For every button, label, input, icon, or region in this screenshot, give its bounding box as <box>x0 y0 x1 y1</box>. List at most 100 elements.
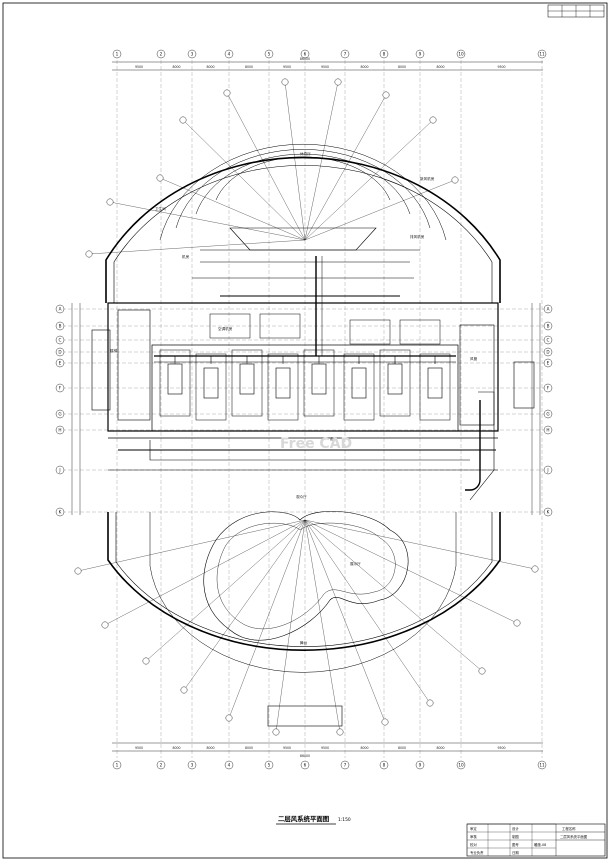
ahu-unit <box>351 367 367 399</box>
leader-line <box>275 519 306 733</box>
axis-bubble <box>156 760 166 770</box>
axis-bubble <box>224 49 234 59</box>
dimension-value: 8000 <box>206 65 214 69</box>
diffuser-leader-lines <box>74 78 539 736</box>
dimension-value: 8000 <box>398 65 406 69</box>
leader-line <box>159 177 306 241</box>
axis-bubble <box>55 465 65 475</box>
ahu-unit <box>239 363 255 395</box>
axis-label: 6 <box>304 763 307 768</box>
axis-bubble <box>379 49 389 59</box>
title-block-company: 工程名称 <box>562 826 576 831</box>
leader-bubble <box>382 91 390 99</box>
axis-label: B <box>59 324 62 329</box>
axis-bubble <box>543 507 553 517</box>
axis-label: 4 <box>228 763 231 768</box>
air-handling-rooms <box>159 313 451 421</box>
mechanical-room <box>259 313 301 339</box>
axis-label: H <box>546 428 549 433</box>
leader-line <box>109 201 306 241</box>
axis-bubble <box>112 760 122 770</box>
title-block-cell: 日期 <box>512 850 519 855</box>
leader-line <box>304 94 387 241</box>
axis-bubble <box>543 358 553 368</box>
axis-bubble <box>55 409 65 419</box>
ductwork <box>118 249 496 491</box>
room-label: 舞台 <box>300 640 308 645</box>
drawing-scale: 1:150 <box>338 817 351 823</box>
axis-bubble <box>415 760 425 770</box>
axis-label: A <box>547 307 550 312</box>
axis-label: 2 <box>160 763 163 768</box>
dimension-chains <box>71 61 543 752</box>
axis-bubble <box>543 304 553 314</box>
axis-bubble <box>300 49 310 59</box>
axis-bubble <box>187 49 197 59</box>
leader-line <box>284 81 306 241</box>
revision-box <box>547 4 605 18</box>
title-block-cell: 专业负责 <box>470 850 484 855</box>
leader-line <box>304 519 386 723</box>
axis-label: K <box>547 510 550 515</box>
axis-bubble <box>156 49 166 59</box>
axis-label: 8 <box>383 763 386 768</box>
ahu-unit <box>387 363 403 395</box>
axis-label: 9 <box>419 763 422 768</box>
leader-line <box>304 519 431 704</box>
room-label: 风管 <box>470 356 478 361</box>
title-block-cell: 审定 <box>470 826 477 831</box>
dimension-value: 8000 <box>206 746 214 750</box>
leader-bubble <box>179 116 187 124</box>
axis-bubble <box>55 425 65 435</box>
axis-label: 5 <box>268 52 271 57</box>
axis-label: D <box>546 350 549 355</box>
axis-bubble <box>264 760 274 770</box>
leader-bubble <box>180 686 188 694</box>
axis-bubble <box>543 335 553 345</box>
axis-label: C <box>59 338 62 343</box>
axis-bubble <box>340 49 350 59</box>
room-label: 机房 <box>182 254 190 259</box>
axis-label: 10 <box>458 763 464 768</box>
axis-bubble <box>55 321 65 331</box>
leader-line <box>145 519 306 662</box>
title-block-cell: 图号 <box>512 842 519 847</box>
axis-label: 3 <box>191 52 194 57</box>
leader-line <box>226 92 306 241</box>
title-block: 工程名称 二层风系统平面图 审定设计审核制图校对图号暖施-08专业负责日期 <box>466 823 606 857</box>
mechanical-room <box>209 313 251 339</box>
dimension-value: 8000 <box>436 65 444 69</box>
ahu-room <box>379 349 411 417</box>
axis-bubble <box>340 760 350 770</box>
dimension-value: 8000 <box>436 746 444 750</box>
leader-bubble <box>531 565 539 573</box>
title-block-rows: 审定设计审核制图校对图号暖施-08专业负责日期 <box>467 823 556 856</box>
leader-bubble <box>281 78 289 86</box>
leader-bubble <box>272 728 280 736</box>
axis-bubble <box>187 760 197 770</box>
axis-label: 11 <box>539 52 545 57</box>
axis-label: D <box>58 350 61 355</box>
axis-label: C <box>547 338 550 343</box>
ahu-unit <box>311 363 327 395</box>
axis-bubble <box>537 49 547 59</box>
dimension-value: 8000 <box>360 746 368 750</box>
dimension-value: 9500 <box>497 746 505 750</box>
leader-bubble <box>156 174 164 182</box>
title-block-cell: 制图 <box>512 834 519 839</box>
title-block-cell: 审核 <box>470 834 477 839</box>
axis-label: A <box>59 307 62 312</box>
dimension-value: 9500 <box>321 746 329 750</box>
axis-label: J <box>546 468 548 473</box>
axis-label: 6 <box>304 52 307 57</box>
leader-bubble <box>101 621 109 629</box>
leader-line <box>304 519 518 624</box>
ahu-room <box>231 349 263 417</box>
room-label: 排风机房 <box>410 234 425 239</box>
axis-label: G <box>546 412 549 417</box>
leader-line <box>304 81 339 241</box>
dimension-total: 86000 <box>300 57 310 61</box>
axis-label: 11 <box>539 763 545 768</box>
